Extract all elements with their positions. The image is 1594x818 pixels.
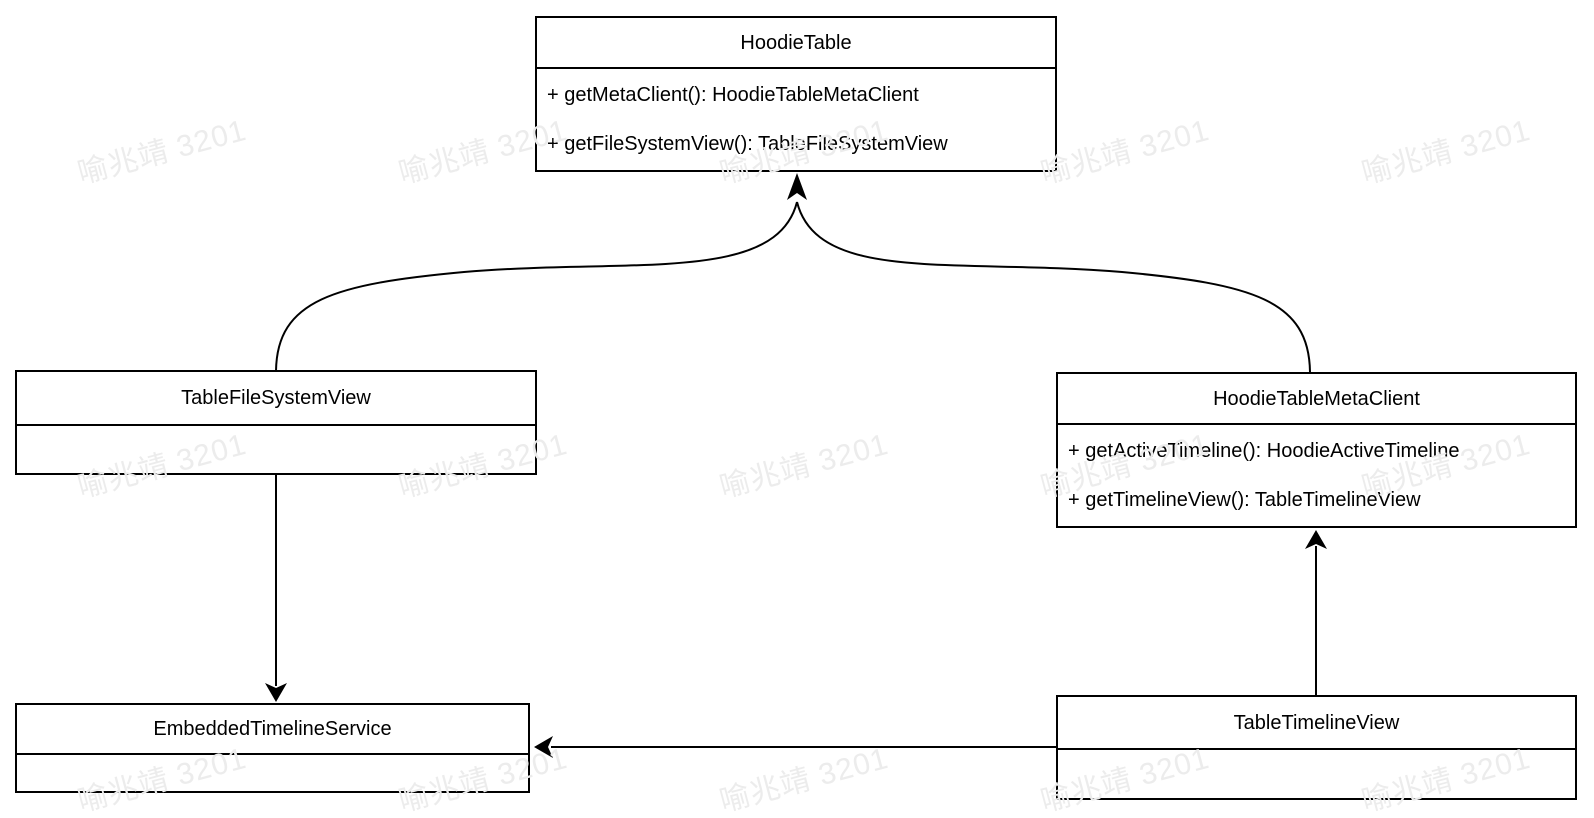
arrowhead-icon-table-file-system-view-to-hoodie-table	[787, 173, 807, 200]
class-methods-hoodie-table: + getMetaClient(): HoodieTableMetaClient…	[537, 69, 1055, 170]
class-name-embedded-timeline-service: EmbeddedTimelineService	[17, 705, 528, 755]
class-box-table-file-system-view[interactable]: TableFileSystemView	[15, 370, 537, 475]
arrowhead-icon-table-file-system-view-to-embedded-timeline-service	[265, 683, 287, 702]
arrowhead-icon-table-timeline-view-to-embedded-timeline-service	[534, 736, 553, 758]
class-methods-hoodie-table-meta-client: + getActiveTimeline(): HoodieActiveTimel…	[1058, 425, 1575, 526]
class-name-hoodie-table-meta-client: HoodieTableMetaClient	[1058, 374, 1575, 425]
arrowhead-icon-table-timeline-view-to-hoodie-table-meta-client	[1305, 530, 1327, 549]
class-box-embedded-timeline-service[interactable]: EmbeddedTimelineService	[15, 703, 530, 793]
class-name-table-timeline-view: TableTimelineView	[1058, 697, 1575, 750]
class-methods-table-file-system-view	[17, 426, 535, 473]
method-label: + getActiveTimeline(): HoodieActiveTimel…	[1068, 440, 1460, 463]
edge-hoodie-table-meta-client-to-hoodie-table	[796, 201, 1311, 373]
method-label: + getMetaClient(): HoodieTableMetaClient	[547, 84, 919, 107]
class-box-table-timeline-view[interactable]: TableTimelineView	[1056, 695, 1577, 800]
class-box-hoodie-table[interactable]: HoodieTable+ getMetaClient(): HoodieTabl…	[535, 16, 1057, 172]
class-methods-table-timeline-view	[1058, 750, 1575, 798]
class-box-hoodie-table-meta-client[interactable]: HoodieTableMetaClient + getActiveTimeline…	[1056, 372, 1577, 528]
class-name-hoodie-table: HoodieTable	[537, 18, 1055, 69]
method-label: + getFileSystemView(): TableFileSystemVi…	[547, 132, 948, 155]
method-label: + getTimelineView(): TableTimelineView	[1068, 488, 1421, 511]
class-name-table-file-system-view: TableFileSystemView	[17, 372, 535, 426]
edge-table-file-system-view-to-hoodie-table	[275, 201, 798, 372]
class-methods-embedded-timeline-service	[17, 755, 528, 791]
